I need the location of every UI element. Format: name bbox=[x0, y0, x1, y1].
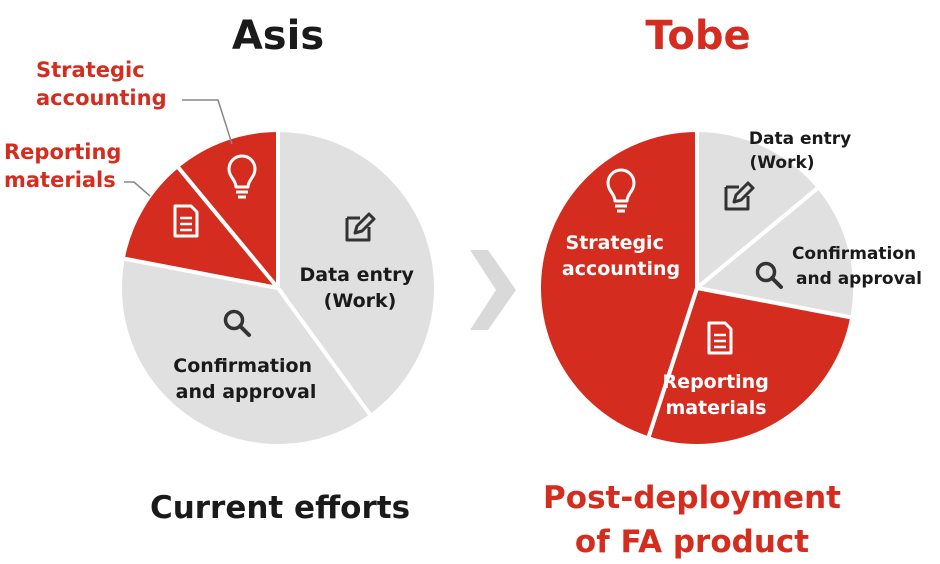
asis-title: Asis bbox=[231, 13, 325, 59]
asis-callout-strategic-line1: Strategic bbox=[36, 58, 145, 82]
asis-label-data-entry-line2: (Work) bbox=[324, 290, 397, 312]
tobe-caption-line2: of FA product bbox=[574, 524, 810, 560]
tobe-label-strategic-line1: Strategic bbox=[566, 232, 664, 254]
asis-slice-reporting bbox=[120, 164, 280, 290]
tobe-label-confirmation: Confirmation and approval bbox=[792, 244, 922, 289]
tobe-label-strategic-line2: accounting bbox=[562, 258, 680, 280]
tobe-label-data-entry-line1: Data entry bbox=[749, 129, 851, 149]
asis-pie bbox=[118, 128, 438, 448]
asis-callout-strategic-line2: accounting bbox=[36, 86, 167, 110]
tobe-pie bbox=[537, 128, 857, 448]
asis-label-confirmation-line2: and approval bbox=[176, 381, 317, 403]
asis-callout-reporting-line2: materials bbox=[4, 168, 116, 192]
tobe-label-data-entry-line2: (Work) bbox=[749, 153, 814, 173]
asis-slice-data-entry bbox=[276, 128, 438, 418]
tobe-slice-strategic bbox=[537, 128, 699, 441]
asis-strategic-leader-line bbox=[182, 99, 233, 145]
tobe-label-confirmation-line1: Confirmation bbox=[792, 244, 916, 264]
tobe-slice-data-entry bbox=[695, 128, 821, 290]
tobe-caption: Post-deployment of FA product bbox=[520, 476, 864, 564]
asis-label-confirmation: Confirmation and approval bbox=[173, 355, 318, 403]
tobe-label-strategic: Strategic accounting bbox=[562, 232, 680, 280]
chevron-arrow-icon bbox=[470, 250, 516, 330]
tobe-label-reporting-line1: Reporting bbox=[663, 371, 769, 393]
asis-caption: Current efforts bbox=[149, 490, 411, 526]
tobe-caption-line1: Post-deployment bbox=[543, 480, 841, 516]
asis-label-data-entry: Data entry (Work) bbox=[300, 264, 421, 312]
tobe-label-data-entry: Data entry (Work) bbox=[749, 129, 857, 173]
tobe-slice-reporting bbox=[646, 286, 855, 448]
asis-reporting-leader-line bbox=[124, 181, 151, 197]
asis-callout-reporting-line1: Reporting bbox=[4, 140, 122, 164]
asis-label-confirmation-line1: Confirmation bbox=[173, 355, 312, 377]
asis-callout-strategic: Strategic accounting bbox=[36, 56, 167, 112]
tobe-label-confirmation-line2: and approval bbox=[796, 269, 922, 289]
tobe-label-reporting: Reporting materials bbox=[663, 371, 776, 419]
tobe-slice-confirmation bbox=[695, 185, 857, 320]
tobe-label-reporting-line2: materials bbox=[665, 397, 766, 419]
tobe-title: Tobe bbox=[645, 13, 751, 59]
asis-label-data-entry-line1: Data entry bbox=[300, 264, 415, 286]
asis-slice-strategic bbox=[175, 128, 280, 290]
asis-callout-reporting: Reporting materials bbox=[4, 138, 121, 194]
asis-slice-confirmation bbox=[118, 256, 373, 448]
